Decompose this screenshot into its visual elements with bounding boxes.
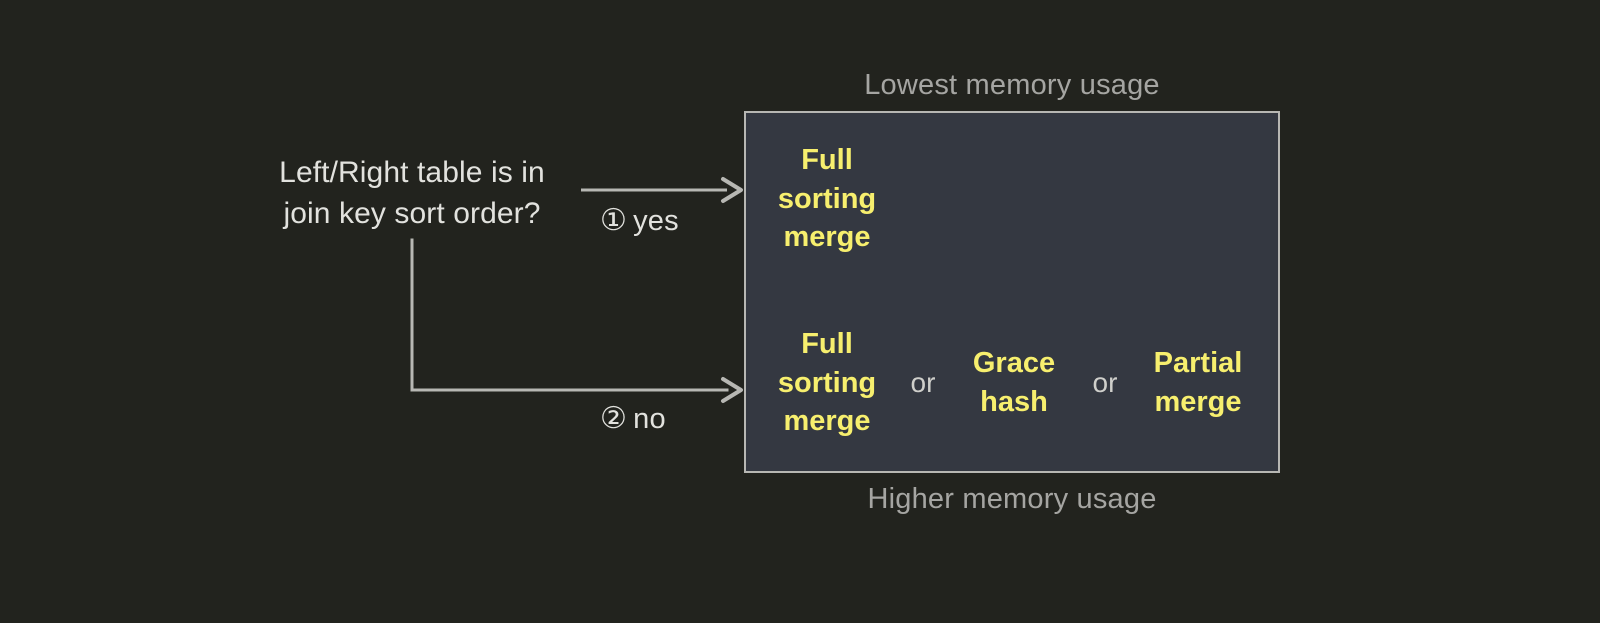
outcome-full-sorting-merge-unsorted: Full sorting merge: [777, 328, 877, 438]
outcome-grace-hash: Grace hash: [972, 347, 1056, 418]
circled-number-one-icon: ①: [600, 204, 628, 237]
branch-no-text: no: [633, 403, 666, 435]
connector-no-line: [410, 238, 729, 392]
lowest-memory-caption: Lowest memory usage: [864, 69, 1160, 101]
outcome-row-sorted: Full sorting merge: [746, 129, 1278, 269]
higher-memory-caption: Higher memory usage: [867, 483, 1157, 515]
outcome-partial-merge: Partial merge: [1153, 347, 1243, 418]
outcome-row-unsorted: Full sorting merge or Grace hash or Part…: [746, 313, 1278, 453]
branch-yes-text: yes: [633, 205, 679, 237]
question-line-1: Left/Right table is in: [279, 156, 545, 189]
outcome-full-sorting-merge-sorted: Full sorting merge: [777, 144, 877, 254]
decision-question: Left/Right table is in join key sort ord…: [232, 152, 592, 235]
connector-no-arrowhead: [721, 377, 743, 403]
outcome-separator-second: or: [1092, 367, 1118, 398]
connector-yes-arrowhead: [721, 177, 743, 203]
circled-number-two-icon: ②: [600, 402, 628, 435]
question-line-2: join key sort order?: [283, 197, 541, 231]
outcome-panel: Full sorting merge Full sorting merge or…: [744, 111, 1280, 473]
outcome-separator-first: or: [910, 367, 936, 398]
